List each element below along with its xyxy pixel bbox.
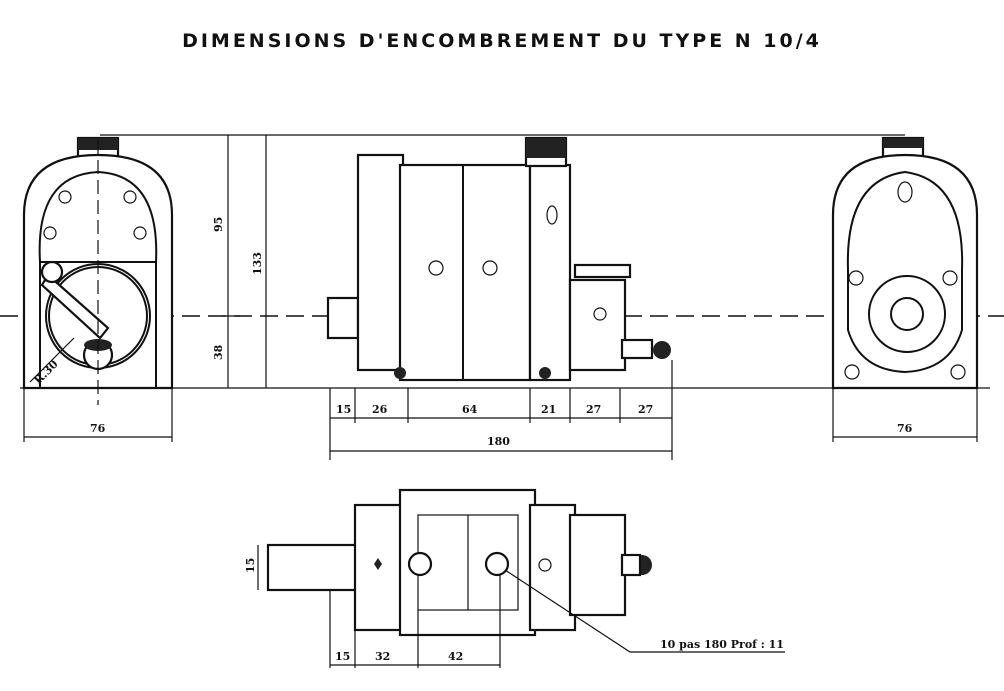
side-dim-4: 21 xyxy=(541,403,556,416)
height-lower-label: 38 xyxy=(212,344,225,360)
side-view: 15 26 64 21 27 27 180 xyxy=(326,136,673,460)
mounting-note: 10 pas 180 Prof : 11 xyxy=(660,638,784,651)
front-view: R.30 76 xyxy=(22,136,174,442)
height-total-label: 133 xyxy=(251,252,264,275)
side-total-label: 180 xyxy=(487,435,510,448)
side-dim-3: 64 xyxy=(462,403,478,416)
height-dimensions: 95 38 133 xyxy=(212,135,267,388)
bottom-view: 15 15 32 42 10 pas 180 Prof : 11 xyxy=(244,488,785,668)
side-dim-1: 15 xyxy=(336,403,351,416)
front-width-label: 76 xyxy=(90,422,106,435)
side-dim-5: 27 xyxy=(586,403,601,416)
bottom-dim-2: 32 xyxy=(375,650,390,663)
drawing-title: DIMENSIONS D'ENCOMBREMENT DU TYPE N 10/4 xyxy=(182,30,822,52)
height-upper-label: 95 xyxy=(212,217,225,232)
shaft-diameter-label: 15 xyxy=(244,558,257,573)
rear-width-label: 76 xyxy=(897,422,913,435)
rear-view: 76 xyxy=(831,136,979,442)
side-dim-2: 26 xyxy=(372,403,388,416)
bottom-dim-1: 15 xyxy=(335,650,350,663)
side-dim-6: 27 xyxy=(638,403,653,416)
bottom-dim-3: 42 xyxy=(448,650,463,663)
